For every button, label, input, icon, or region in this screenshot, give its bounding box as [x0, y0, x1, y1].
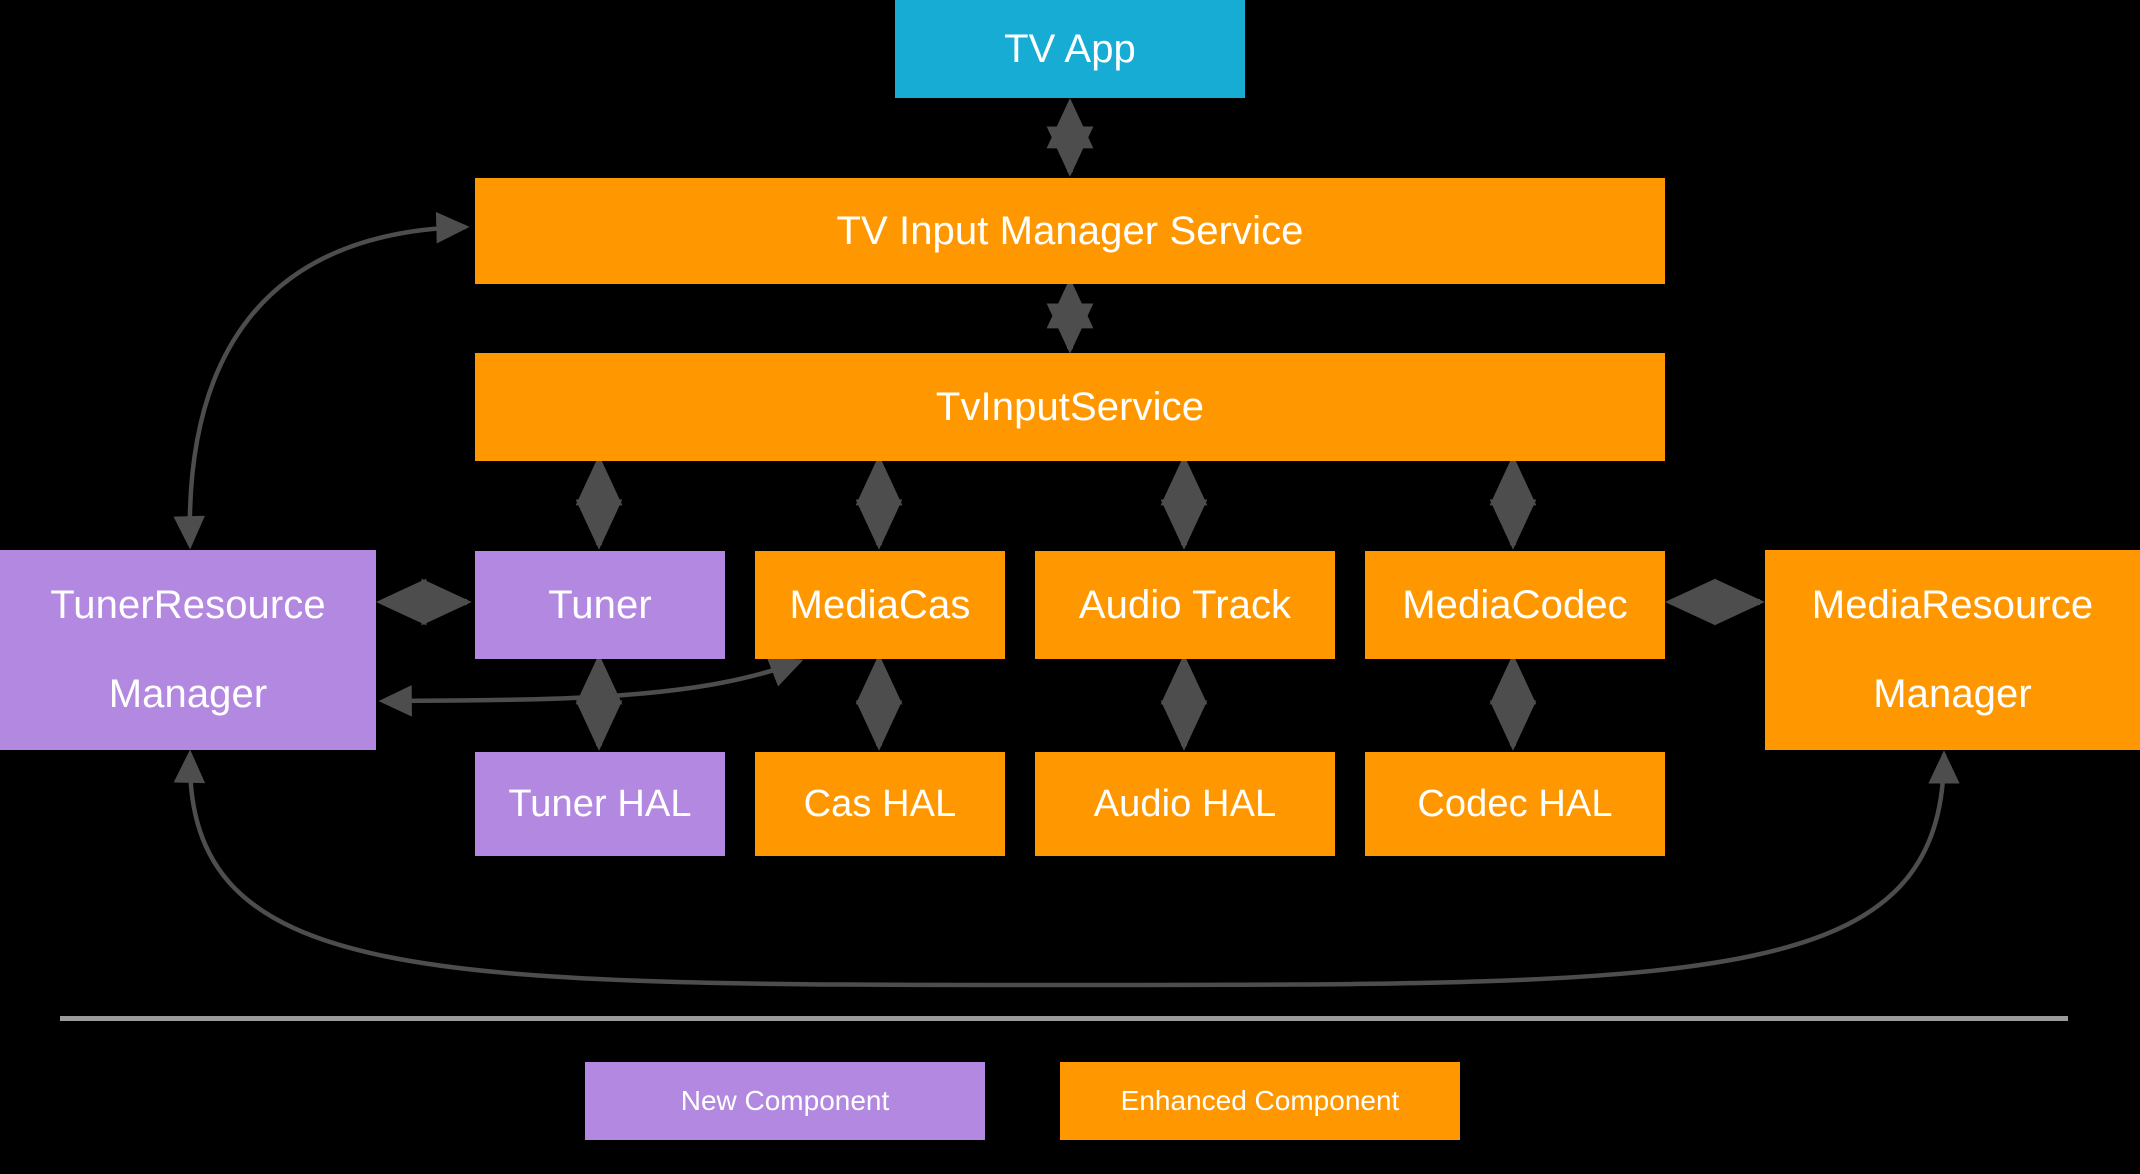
node-cas-hal-label: Cas HAL: [803, 782, 957, 825]
node-tv-input-manager-service[interactable]: TV Input Manager Service: [475, 178, 1665, 284]
node-tv-input-service-label: TvInputService: [935, 384, 1205, 429]
node-audio-track-label: Audio Track: [1078, 582, 1292, 627]
legend-item-enhanced-component-label: Enhanced Component: [1120, 1085, 1400, 1116]
node-tv-input-service[interactable]: TvInputService: [475, 353, 1665, 461]
node-tuner[interactable]: Tuner: [475, 551, 725, 659]
node-audio-track[interactable]: Audio Track: [1035, 551, 1335, 659]
node-cas-hal[interactable]: Cas HAL: [755, 752, 1005, 856]
node-tuner-resource-manager-label-line2: Manager: [108, 672, 268, 717]
node-tv-input-manager-service-label: TV Input Manager Service: [836, 208, 1304, 253]
connector-tunerresourcemanager-tvinputmanagerservice-curve: [173, 211, 470, 550]
node-tv-app-label: TV App: [1004, 26, 1136, 71]
legend-item-enhanced-component: Enhanced Component: [1060, 1062, 1460, 1140]
node-tuner-resource-manager[interactable]: TunerResource Manager: [0, 550, 376, 750]
node-media-cas[interactable]: MediaCas: [755, 551, 1005, 659]
node-media-resource-manager-label-line1: MediaResource: [1811, 582, 2094, 627]
node-media-resource-manager-label-line2: Manager: [1873, 672, 2032, 717]
node-audio-hal[interactable]: Audio HAL: [1035, 752, 1335, 856]
node-tv-app[interactable]: TV App: [895, 0, 1245, 98]
node-tuner-label: Tuner: [548, 582, 652, 627]
connector-tunerresourcemanager-mediacas-curve: [378, 657, 804, 717]
legend-divider: [60, 1016, 2068, 1021]
node-media-resource-manager[interactable]: MediaResource Manager: [1765, 550, 2140, 750]
node-tuner-hal-label: Tuner HAL: [508, 782, 692, 825]
node-codec-hal[interactable]: Codec HAL: [1365, 752, 1665, 856]
node-media-cas-label: MediaCas: [789, 582, 971, 627]
node-codec-hal-label: Codec HAL: [1417, 782, 1613, 825]
node-tuner-hal[interactable]: Tuner HAL: [475, 752, 725, 856]
legend-item-new-component: New Component: [585, 1062, 985, 1140]
node-audio-hal-label: Audio HAL: [1093, 782, 1277, 825]
node-tuner-resource-manager-label-line1: TunerResource: [50, 582, 326, 627]
node-media-codec[interactable]: MediaCodec: [1365, 551, 1665, 659]
node-media-codec-label: MediaCodec: [1402, 582, 1628, 627]
legend-item-new-component-label: New Component: [680, 1085, 890, 1116]
